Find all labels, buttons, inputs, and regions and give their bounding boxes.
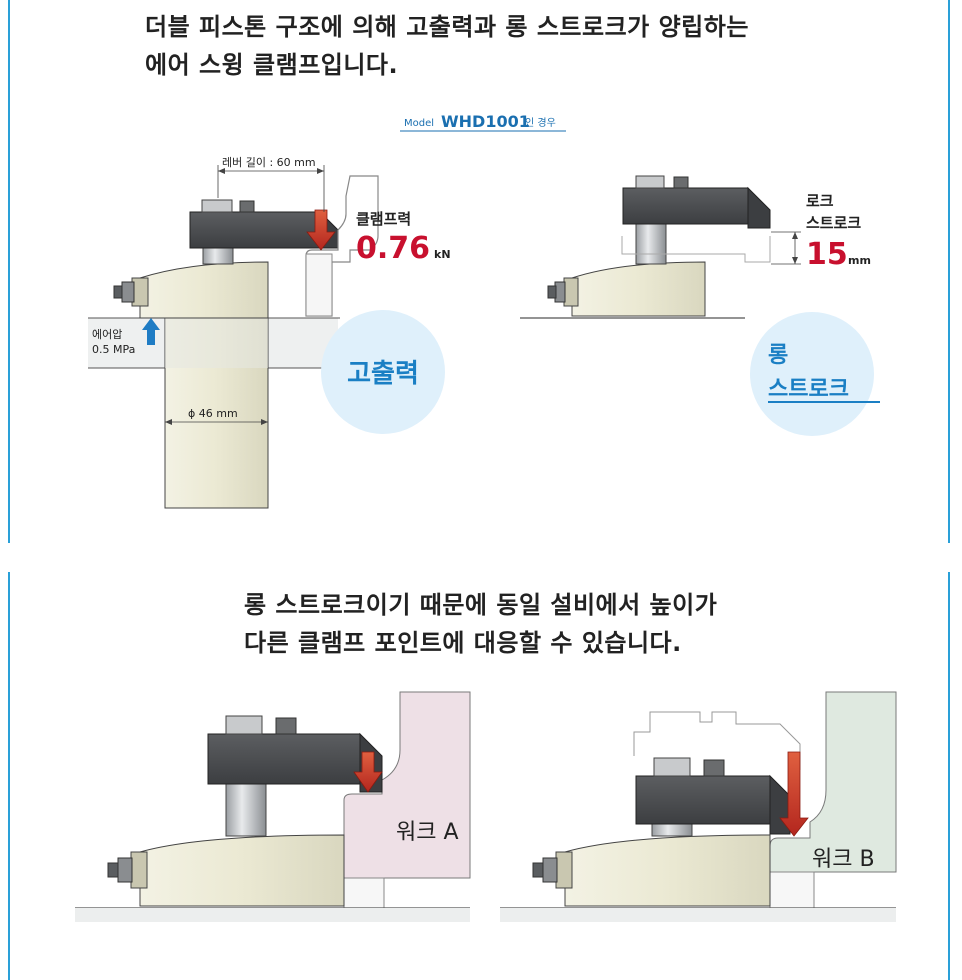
clamp-force-label: 클램프력 [356, 210, 411, 228]
top-heading: 더블 피스톤 구조에 의해 고출력과 롱 스트로크가 양립하는 에어 스윙 클램… [145, 8, 749, 84]
bubble-high-output [321, 310, 445, 434]
bottom-heading: 롱 스트로크이기 때문에 동일 설비에서 높이가 다른 클램프 포인트에 대응할… [244, 586, 717, 662]
clamp-body [139, 261, 269, 319]
bubble-high-output-text: 고출력 [347, 359, 419, 389]
clamp-lever-right [622, 187, 749, 225]
model-name: WHD1001 [441, 112, 530, 131]
clamp-force-arrow [306, 209, 336, 251]
clamp-force-value: 0.76 [356, 231, 430, 266]
work-a-label: 워크 A [396, 820, 459, 845]
air-pressure-arrow [142, 318, 160, 345]
bottom-panel [8, 572, 950, 980]
workpiece-outline [305, 175, 379, 317]
model-suffix: 인 경우 [525, 116, 556, 129]
clamp-high-output: 레버 길이 : 60 mm 클램프력 0.76 kN 에어압 0.5 MPa ϕ… [88, 156, 451, 509]
piston-rod-right [635, 221, 667, 265]
top-diagram: Model WHD1001 인 경우 [88, 112, 880, 509]
lock-stroke-unit: mm [848, 254, 871, 267]
top-panel [8, 0, 950, 543]
bubble-long-stroke [750, 312, 874, 436]
work-b-label: 워크 B [812, 847, 875, 872]
clamp-body-right [571, 261, 706, 317]
model-label: Model WHD1001 인 경우 [400, 112, 566, 132]
lock-stroke-label-line2: 스트로크 [806, 214, 861, 232]
clamp-lever [189, 211, 321, 249]
top-heading-line2: 에어 스윙 클램프입니다. [145, 51, 399, 79]
air-fitting [121, 281, 135, 303]
clamp-force-unit: kN [434, 248, 451, 261]
clamp-long-stroke: 로크 스트로크 15 mm [520, 175, 871, 319]
ghost-lever-outline [621, 236, 771, 263]
air-pressure-value: 0.5 MPa [92, 343, 135, 356]
lever-cap [201, 199, 233, 213]
lock-stroke-label-line1: 로크 [806, 192, 834, 210]
bubble-long-line1: 롱 [768, 343, 788, 368]
model-prefix: Model [404, 118, 434, 129]
bubble-long-line2: 스트로크 [768, 377, 849, 402]
bottom-heading-line2: 다른 클램프 포인트에 대응할 수 있습니다. [244, 629, 682, 657]
lever-length-label: 레버 길이 : 60 mm [222, 156, 316, 169]
diameter-label: ϕ 46 mm [188, 407, 238, 420]
top-heading-line1: 더블 피스톤 구조에 의해 고출력과 롱 스트로크가 양립하는 [145, 13, 749, 41]
bottom-heading-line1: 롱 스트로크이기 때문에 동일 설비에서 높이가 [244, 591, 718, 619]
lock-stroke-value: 15 [806, 237, 848, 272]
air-pressure-label: 에어압 [92, 328, 122, 341]
